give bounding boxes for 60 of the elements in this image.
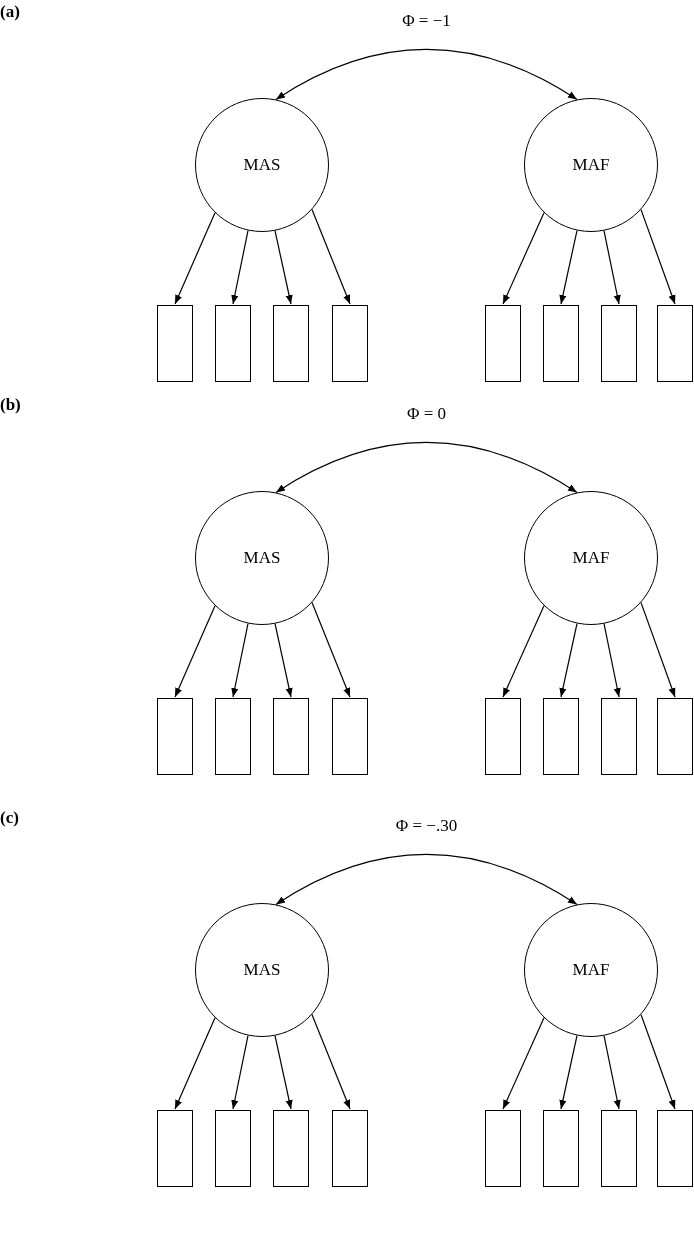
indicator-box [157, 1110, 193, 1187]
indicator-box [273, 305, 309, 382]
indicator-box [657, 1110, 693, 1187]
indicator-box [215, 1110, 251, 1187]
node-label: MAF [572, 155, 610, 175]
arrow [502, 1017, 545, 1110]
arrow [603, 230, 621, 305]
arrow [311, 602, 351, 698]
arrow [640, 209, 676, 305]
arrow [559, 1034, 578, 1110]
indicator-box [157, 305, 193, 382]
indicator-box [543, 1110, 579, 1187]
arrow [603, 623, 621, 698]
arrow [274, 1035, 293, 1110]
indicator-box [215, 698, 251, 775]
arrow [275, 441, 578, 494]
indicator-box [657, 305, 693, 382]
indicator-box [273, 698, 309, 775]
panel-label: (c) [0, 808, 19, 828]
panel-label: (b) [0, 395, 21, 415]
arrow [640, 1014, 676, 1110]
node-label: MAS [243, 960, 281, 980]
indicator-box [485, 698, 521, 775]
arrow [559, 229, 578, 305]
arrow [502, 212, 545, 305]
arrow [274, 623, 293, 698]
arrow [559, 622, 578, 698]
indicator-box [657, 698, 693, 775]
indicator-box [601, 1110, 637, 1187]
indicator-box [332, 698, 368, 775]
arrow [174, 605, 216, 698]
indicator-box [543, 698, 579, 775]
node-label: MAS [243, 155, 281, 175]
indicator-box [485, 305, 521, 382]
arrow [311, 209, 351, 305]
arrow [231, 229, 249, 305]
node-label: MAS [243, 548, 281, 568]
arrow [174, 212, 216, 305]
arrow [311, 1014, 351, 1110]
arrow [231, 1034, 249, 1110]
indicator-box [273, 1110, 309, 1187]
arrow [174, 1017, 216, 1110]
panel-label: (a) [0, 2, 20, 22]
arrow [274, 230, 293, 305]
arrow [275, 853, 578, 906]
indicator-box [332, 305, 368, 382]
indicator-box [485, 1110, 521, 1187]
arrow [231, 622, 249, 698]
arrow [603, 1035, 621, 1110]
node-label: MAF [572, 548, 610, 568]
indicator-box [543, 305, 579, 382]
indicator-box [332, 1110, 368, 1187]
node-label: MAF [572, 960, 610, 980]
indicator-box [601, 305, 637, 382]
indicator-box [157, 698, 193, 775]
arrow [275, 48, 578, 101]
indicator-box [215, 305, 251, 382]
arrow [502, 605, 545, 698]
arrow [640, 602, 676, 698]
indicator-box [601, 698, 637, 775]
